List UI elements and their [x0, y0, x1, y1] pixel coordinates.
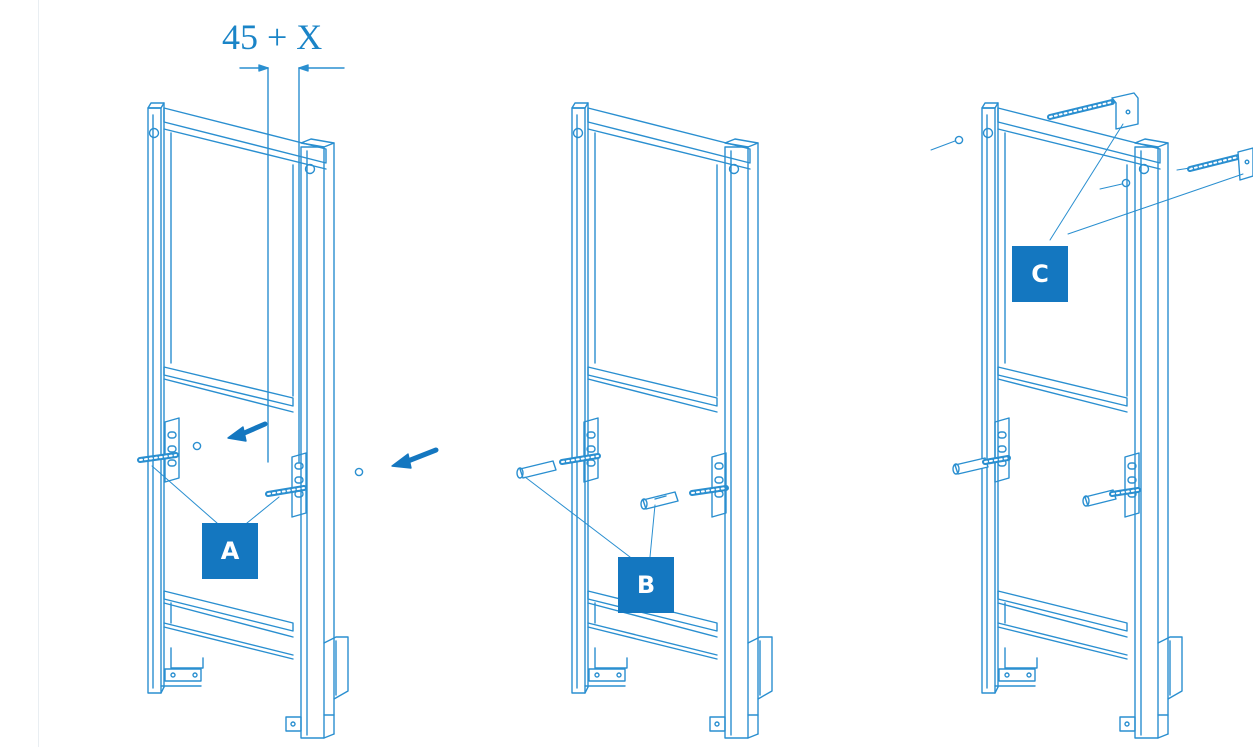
wall-bracket-right-b: [711, 452, 727, 518]
sleeve-icon: [952, 457, 989, 475]
stud-icon: [1047, 99, 1115, 120]
leader-lines-c: [1049, 123, 1244, 241]
callout-c: C: [1012, 246, 1068, 302]
wall-bracket-right-a: [291, 452, 307, 518]
callout-a: A: [202, 523, 258, 579]
step-a-group: [137, 64, 439, 739]
wall-bracket-left-a: [164, 417, 180, 483]
sleeve-icon: [1082, 489, 1117, 507]
step-b-group: [516, 102, 773, 739]
stud-icon: [982, 455, 1011, 465]
frame-c: [981, 102, 1183, 739]
guide-line: [930, 140, 956, 151]
wall-bracket-left-c: [994, 417, 1010, 483]
angle-bracket-icon: [1111, 92, 1139, 130]
dimension-marker: [239, 64, 345, 463]
guide-line: [1099, 183, 1123, 190]
nut-icon: [354, 467, 364, 477]
sleeve-icon: [516, 460, 557, 479]
page-frame: [38, 0, 1253, 747]
dimension-label: 45 + X: [222, 17, 323, 57]
frame-b: [571, 102, 773, 739]
frame-a: [147, 102, 349, 739]
guide-line: [1176, 167, 1191, 171]
nut-icon: [1121, 178, 1131, 188]
angle-bracket-icon: [1237, 147, 1253, 181]
stud-icon: [1187, 153, 1245, 172]
stud-icon: [1109, 487, 1141, 497]
wall-bracket-left-b: [583, 417, 599, 483]
leader-lines-a: [151, 465, 280, 524]
arrow-icon: [391, 447, 439, 469]
arrow-icon: [227, 421, 268, 442]
stud-icon: [137, 452, 179, 463]
stud-icon: [689, 485, 729, 496]
wall-bracket-right-c: [1124, 452, 1140, 518]
callout-b: B: [618, 557, 674, 613]
sleeve-icon: [640, 491, 679, 510]
nut-icon: [192, 441, 202, 451]
nut-icon: [954, 135, 964, 145]
stud-icon: [265, 485, 307, 497]
step-c-group: [930, 92, 1253, 739]
stud-icon: [559, 453, 601, 465]
leader-lines-b: [524, 476, 656, 558]
